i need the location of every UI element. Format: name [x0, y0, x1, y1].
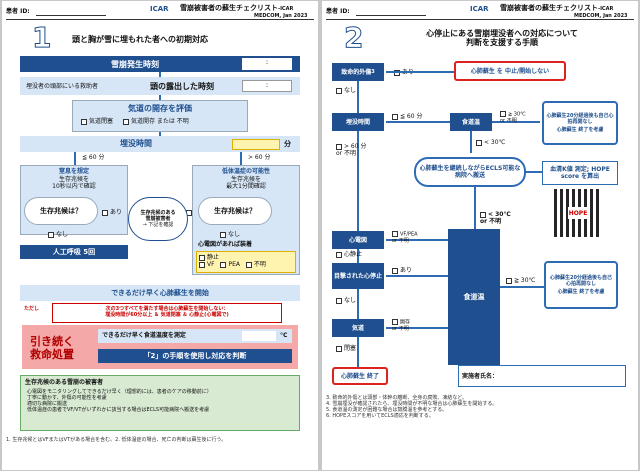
yes-left-checkbox[interactable]	[102, 209, 108, 216]
asys-checkbox[interactable]	[336, 251, 342, 258]
patient-id-field[interactable]	[36, 15, 106, 16]
ecg-options: 静止 VF PEA 不明	[196, 251, 296, 273]
icar-logo: ICAR	[150, 5, 169, 13]
vfpea-checkbox[interactable]	[392, 231, 398, 237]
ge30-checkbox[interactable]	[500, 111, 506, 117]
airway-open-checkbox[interactable]	[122, 118, 129, 125]
closed: 閉塞	[336, 345, 356, 352]
core2-box: 食道温	[448, 229, 500, 365]
exposed-time-box: 埋没者の頭部にいる救助者 頭の露出した時刻	[20, 77, 300, 95]
patent-checkbox[interactable]	[392, 319, 398, 325]
patent: 開存 or 不明	[392, 319, 411, 332]
ge30b: ≧ 30℃	[506, 277, 535, 284]
patient-id-field-2[interactable]	[356, 15, 426, 16]
end-cpr-box: 心肺蘇生 終了	[332, 367, 388, 385]
duration2-box: 埋没時間	[332, 113, 384, 131]
gt60-2: > 60 分 or 不明	[336, 143, 367, 157]
ecg-asys-checkbox[interactable]	[199, 254, 205, 261]
asys: 心静止	[336, 251, 362, 258]
breaths-box: 人工呼吸 5回	[20, 245, 128, 259]
exposed-time-field[interactable]: :	[242, 80, 292, 92]
continue-label: 引き続く救命処置	[30, 335, 74, 361]
cpr-box: できるだけ早く心肺蘇生を開始	[20, 285, 300, 301]
footnote: 1. 生存兆候とはVFまたはVTがある場合を含む。2. 低体温症の場合、死亡の判…	[6, 437, 227, 443]
step-title-2: 心停止にある雪崩埋没者への対応について判断を支援する手順	[426, 29, 578, 47]
step-number: 1	[31, 21, 52, 54]
ecg-unk-checkbox[interactable]	[245, 261, 252, 268]
gt60-2-checkbox[interactable]	[336, 143, 342, 150]
ge30: ≧ 30℃ or 不明	[500, 111, 526, 124]
no-left-checkbox[interactable]	[48, 231, 54, 238]
ecg-vf-checkbox[interactable]	[199, 261, 205, 268]
closed-checkbox[interactable]	[336, 345, 342, 352]
lt30-checkbox[interactable]	[476, 139, 482, 146]
publisher-2: MEDCOM, Jan 2023	[574, 13, 628, 19]
lethal-no: なし	[336, 87, 356, 94]
witnessed-box: 目撃された心停止	[332, 263, 384, 289]
witnessed-yes: あり	[392, 267, 412, 274]
step-number-2: 2	[343, 21, 364, 54]
core-box: 食道温	[450, 113, 492, 131]
ecg-title: 心電図があれば装着	[198, 241, 253, 248]
core-temp-unit: °C	[280, 332, 288, 339]
header-title-2: 雪崩被害者の蘇生チェクリスト-ICAR	[500, 4, 614, 12]
duration-field[interactable]	[232, 139, 280, 150]
survivor-box: 生存兆候のある雪崩の被害者 心電図をモニタリングしてできるだけ早く（理想的には、…	[20, 375, 300, 431]
burial-time-field[interactable]: :	[242, 58, 292, 70]
signature-label: 実施者氏名：	[462, 373, 499, 380]
step-title: 頭と胸が雪に埋もれた者への初期対応	[72, 35, 208, 44]
k-test-box: 血清K値 測定; HOPE score を算出	[542, 161, 618, 185]
le60-2: ≦ 60 分	[392, 113, 422, 120]
patient-id-label: 患者 ID:	[6, 8, 30, 15]
witnessed-yes-checkbox[interactable]	[392, 267, 398, 274]
hope-qr-code[interactable]	[554, 189, 602, 237]
notes: 3. 致命的外傷とは頭部・体幹の離断、全身の腐敗、凍結など。4. 雪崩埋没が確認…	[326, 395, 498, 419]
le60-label: ≦ 60 分	[82, 154, 105, 161]
icar-logo-2: ICAR	[470, 5, 489, 13]
page-2: 患者 ID: ICAR 雪崩被害者の蘇生チェクリスト-ICAR MEDCOM, …	[322, 1, 638, 470]
publisher: MEDCOM, Jan 2023	[254, 13, 308, 19]
burial-time-box: 雪崩発生時刻	[20, 56, 300, 72]
hope-label: HOPE	[568, 207, 588, 219]
gt60-label: > 60 分	[248, 154, 271, 161]
rhythm-box: 心電図	[332, 231, 384, 249]
ge30b-checkbox[interactable]	[506, 277, 512, 284]
cpr20-box: 心肺蘇生20分経過後も自己心拍再開なし心肺蘇生 終了を考慮	[542, 101, 618, 145]
caveat-box: 次の3つすべてを満たす場合は心肺蘇生を開始しない： 埋没時間が60分以上 ＆ 気…	[52, 303, 282, 323]
step2-box: 「2」の手順を使用し対応を判断	[98, 349, 292, 363]
airway-closed-checkbox[interactable]	[81, 118, 87, 125]
sign-circle: 生存兆候のある雪崩被害者→ 下記を確認	[128, 197, 188, 241]
witnessed-no-checkbox[interactable]	[336, 297, 342, 304]
caveat-label: ただし	[24, 306, 40, 312]
lt30: < 30℃	[476, 139, 505, 146]
signature-field[interactable]	[458, 365, 626, 387]
signs-question-left: 生存兆候は？	[24, 197, 98, 225]
ecg-pea-checkbox[interactable]	[220, 261, 227, 268]
header-title: 雪崩被害者の蘇生チェクリスト-ICAR	[180, 4, 294, 12]
lethal-no-checkbox[interactable]	[336, 87, 342, 94]
witnessed-no: なし	[336, 297, 356, 304]
stop-cpr-box: 心肺蘇生 を 中止/開始しない	[454, 61, 566, 81]
no-right: なし	[220, 231, 240, 238]
no-right-checkbox[interactable]	[220, 231, 226, 238]
yes-left: あり	[102, 209, 122, 216]
vfpea: VF/PEA or 不明	[392, 231, 418, 244]
le60-2-checkbox[interactable]	[392, 113, 398, 120]
airway2-box: 気道	[332, 319, 384, 337]
signs-question-right: 生存兆候は？	[198, 197, 272, 225]
cpr20b-box: 心肺蘇生20分経過後も自己心拍再開なし心肺蘇生 終了を考慮	[544, 261, 618, 309]
page-1: 患者 ID: ICAR 雪崩被害者の蘇生チェクリスト-ICAR MEDCOM, …	[2, 1, 318, 470]
no-left: なし	[48, 231, 68, 238]
lt30b-checkbox[interactable]	[480, 211, 486, 218]
patient-id-label-2: 患者 ID:	[326, 8, 350, 15]
airway-box: 気道の開存を評価 気道閉塞 気道開存 または 不明	[72, 100, 248, 132]
ecls-box: 心肺蘇生を継続しながらECLS可能な病院へ搬送	[414, 157, 526, 187]
lt30b: < 30℃ or 不明	[480, 211, 511, 225]
duration-box: 埋没時間	[20, 136, 300, 152]
duration-unit: 分	[284, 140, 291, 148]
core-temp-field[interactable]	[242, 331, 276, 341]
